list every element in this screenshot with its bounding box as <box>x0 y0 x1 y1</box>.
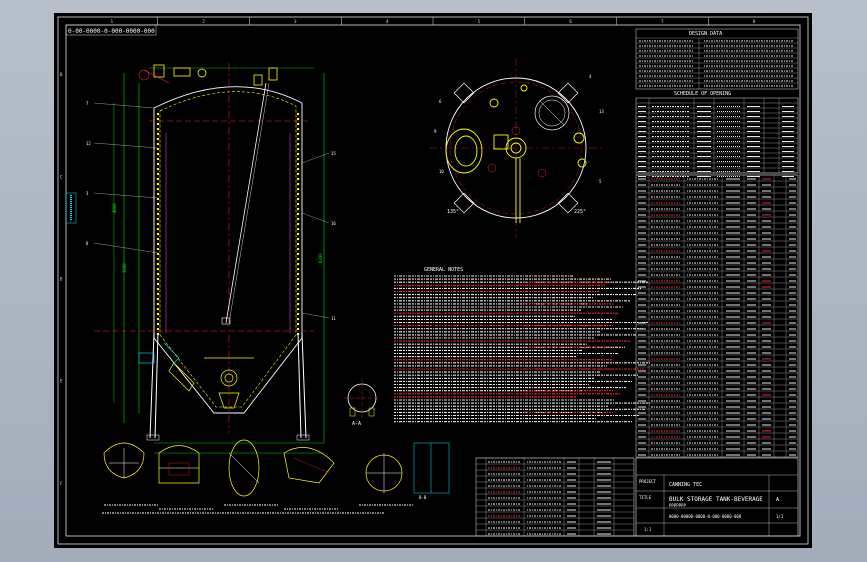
design-data-title: DESIGN DATA <box>689 31 722 37</box>
drawing-title: BULK STORAGE TANK-BEVERAGE <box>669 496 763 503</box>
tank-elevation: 7 12 3 8 15 16 11 4800 3000 6200 <box>86 63 336 454</box>
opening-schedule-title: SCHEDULE OF OPENING <box>674 91 731 97</box>
zone-letter: E <box>60 379 63 384</box>
svg-text:7: 7 <box>86 101 89 106</box>
drawing-subtitle: PPPPPPP <box>669 503 686 508</box>
zone-number: 8 <box>753 19 756 24</box>
drawing-number-top: 0-00-0000-0-000-0000-000 <box>68 28 155 35</box>
title-label: TITLE <box>639 495 652 500</box>
tank-top-view: 6 9 10 4 13 5 135° 225° <box>429 58 604 238</box>
zone-number: 6 <box>569 19 572 24</box>
svg-text:3000: 3000 <box>122 263 127 273</box>
zone-number: 7 <box>661 19 664 24</box>
svg-text:3: 3 <box>86 191 89 196</box>
svg-text:8: 8 <box>86 241 89 246</box>
section-label: A-A <box>352 421 361 427</box>
top-left-label: 0-00-0000-0-000-0000-000 <box>65 24 157 36</box>
drawing-scale: 1:1 <box>644 527 652 532</box>
svg-text:12: 12 <box>86 141 91 146</box>
design-data-table: DESIGN DATA <box>635 28 799 90</box>
angle-label-right: 225° <box>574 209 586 215</box>
detail-views: B-B <box>102 439 450 514</box>
svg-text:16: 16 <box>331 221 336 226</box>
company-name: CANNING TEC <box>669 482 702 488</box>
zone-letter: C <box>60 174 63 179</box>
svg-text:4800: 4800 <box>112 203 117 213</box>
svg-text:15: 15 <box>331 151 336 156</box>
zone-markers-left: B C D E F <box>60 72 63 486</box>
zone-markers-top: 1 2 3 4 5 6 7 8 <box>111 17 756 25</box>
general-notes-title: GENERAL NOTES <box>424 267 463 273</box>
zone-number: 3 <box>294 19 297 24</box>
project-label: PROJECT <box>639 479 656 484</box>
zone-number: 2 <box>202 19 205 24</box>
zone-letter: B <box>60 72 63 77</box>
zone-number: 1 <box>111 19 114 24</box>
detail-label: B-B <box>419 495 427 500</box>
zone-number: 5 <box>478 19 481 24</box>
bottom-parts-list <box>475 457 635 537</box>
angle-label-left: 135° <box>447 209 459 215</box>
drawing-number: 0000-00000-0000-0-000-0000-000 <box>669 514 742 519</box>
parts-list-table <box>635 174 799 458</box>
opening-schedule-table: SCHEDULE OF OPENING <box>635 91 799 177</box>
svg-text:9: 9 <box>434 129 437 134</box>
zone-letter: F <box>60 481 63 486</box>
svg-text:13: 13 <box>599 109 604 114</box>
svg-text:11: 11 <box>331 316 336 321</box>
svg-text:4: 4 <box>589 74 592 79</box>
title-block: PROJECT CANNING TEC TITLE BULK STORAGE T… <box>635 457 799 537</box>
section-a-a: A-A <box>344 378 380 427</box>
zone-letter: D <box>60 277 63 282</box>
svg-text:5: 5 <box>599 179 602 184</box>
svg-text:6: 6 <box>439 99 442 104</box>
drawing-rev: A <box>776 497 779 503</box>
general-notes: GENERAL NOTES <box>394 267 651 423</box>
svg-text:6200: 6200 <box>318 253 323 263</box>
left-side-labels <box>65 192 77 224</box>
drawing-sheet-no: 1/1 <box>776 514 784 519</box>
svg-text:10: 10 <box>439 169 444 174</box>
zone-number: 4 <box>386 19 389 24</box>
